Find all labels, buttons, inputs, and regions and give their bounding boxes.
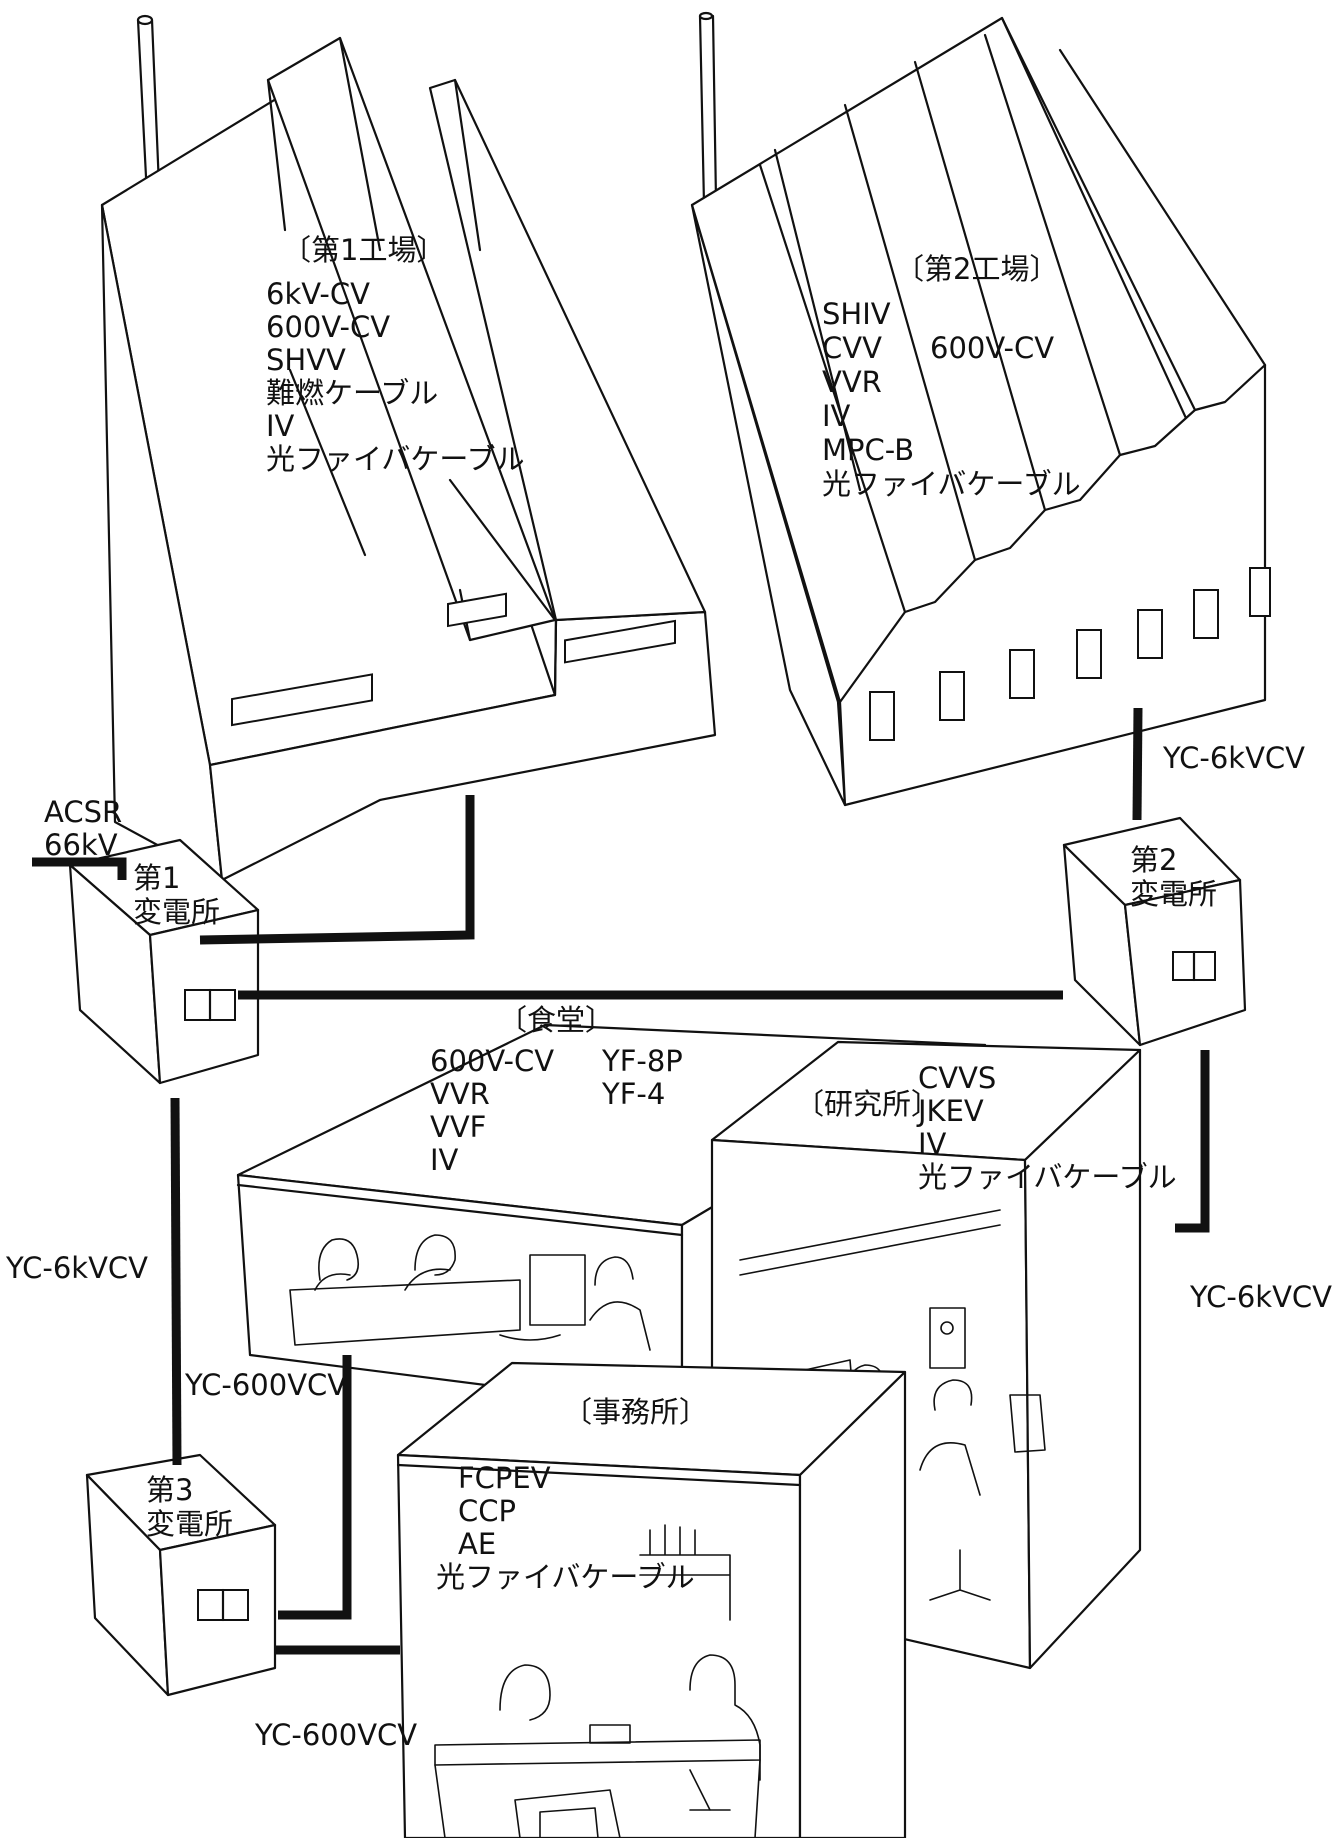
factory-1-cable-4: IV xyxy=(266,409,295,443)
cafeteria-cable-3: IV xyxy=(430,1143,459,1177)
substation-2-line2: 変電所 xyxy=(1130,877,1217,911)
factory-1-cable-3: 難燃ケーブル xyxy=(266,376,438,410)
substation-1-line1: 第1 xyxy=(133,861,180,895)
factory-1-cable-1: 600V-CV xyxy=(266,310,390,344)
office-cable-3: 光ファイバケーブル xyxy=(436,1560,695,1594)
link-sub2-lab: YC-6kVCV xyxy=(1189,1280,1332,1314)
substation-3-line1: 第3 xyxy=(146,1473,193,1507)
cafeteria-cable-0: 600V-CV xyxy=(430,1044,554,1078)
link-sub3-office: YC-600VCV xyxy=(254,1718,417,1752)
factory-2-cable-3: IV xyxy=(822,399,851,433)
cable-sub2-factory2 xyxy=(1137,708,1138,820)
factory-2-building xyxy=(692,13,1270,805)
office-cable-2: AE xyxy=(458,1527,496,1561)
cable-sub2-lab xyxy=(1175,1050,1205,1228)
cafeteria-cable-2: VVF xyxy=(430,1110,486,1144)
lab-cable-2: IV xyxy=(918,1127,947,1161)
factory-1-cable-0: 6kV-CV xyxy=(266,277,370,311)
substation-2-line1: 第2 xyxy=(1130,843,1177,877)
office-cable-1: CCP xyxy=(458,1494,516,1528)
office-title: 〔事務所〕 xyxy=(563,1395,708,1429)
cable-sub1-sub3 xyxy=(175,1098,177,1465)
cafeteria-title: 〔食堂〕 xyxy=(498,1003,614,1037)
office-cable-0: FCPEV xyxy=(458,1461,551,1495)
lab-cable-0: CVVS xyxy=(918,1061,996,1095)
cafeteria-cable-right-1: YF-4 xyxy=(601,1077,665,1111)
link-sub3-cafeteria: YC-600VCV xyxy=(184,1368,347,1402)
cafeteria-cable-1: VVR xyxy=(430,1077,490,1111)
cafeteria-cable-right-0: YF-8P xyxy=(601,1044,683,1078)
substation-1-line2: 変電所 xyxy=(133,895,220,929)
factory-2-cable-1: CVV xyxy=(822,331,882,365)
incoming-line1: ACSR xyxy=(44,795,122,829)
incoming-line2: 66kV xyxy=(44,828,118,862)
factory-2-title: 〔第2工場〕 xyxy=(895,252,1058,286)
factory-1-cable-5: 光ファイバケーブル xyxy=(266,442,525,476)
link-sub1-sub3: YC-6kVCV xyxy=(5,1251,148,1285)
substation-3-line2: 変電所 xyxy=(146,1507,233,1541)
lab-cable-1: JKEV xyxy=(916,1094,984,1128)
factory-1-title: 〔第1工場〕 xyxy=(282,233,445,267)
office-building xyxy=(398,1363,905,1838)
link-sub2-factory2: YC-6kVCV xyxy=(1162,741,1305,775)
factory-2-cable-0: SHIV xyxy=(822,297,891,331)
lab-cable-3: 光ファイバケーブル xyxy=(918,1160,1177,1194)
factory-2-cable-2: VVR xyxy=(822,365,882,399)
factory-2-cable-5: 光ファイバケーブル xyxy=(822,467,1081,501)
factory-2-cable-right-0: 600V-CV xyxy=(930,331,1054,365)
factory-1-cable-2: SHVV xyxy=(266,343,346,377)
factory-2-cable-4: MPC-B xyxy=(822,433,914,467)
